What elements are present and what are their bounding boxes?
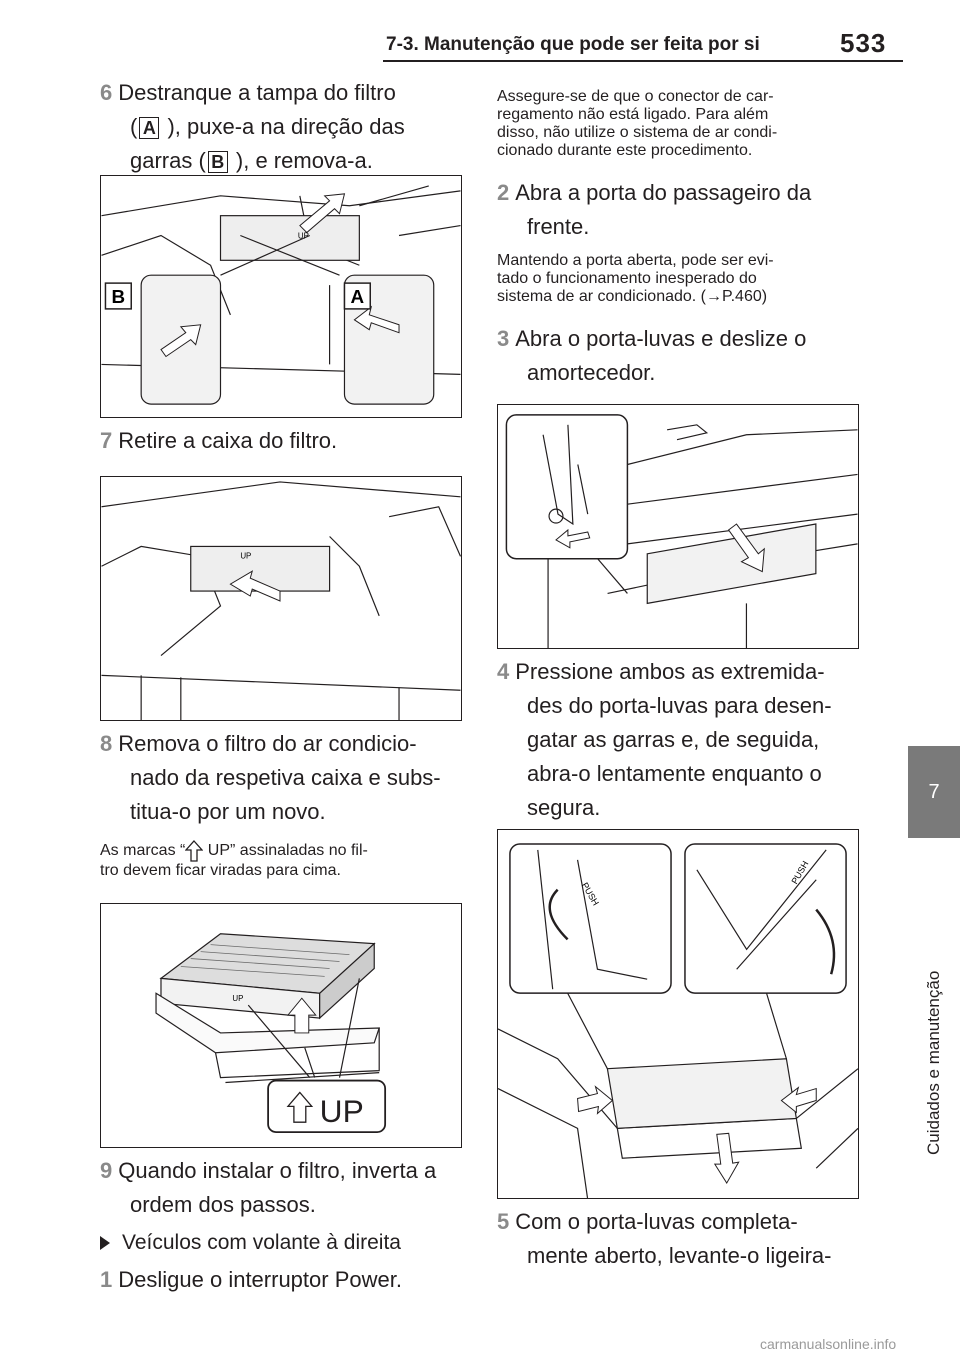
triangle-bullet-icon	[100, 1236, 110, 1251]
step-number: 7	[100, 428, 113, 453]
figure-filter-case: UP	[100, 476, 462, 721]
note-text: UP” assinaladas no fil-	[203, 842, 368, 860]
watermark: carmanualsonline.info	[760, 1336, 897, 1352]
page-number: 533	[840, 28, 887, 58]
up-arrow	[286, 997, 317, 1034]
step-number: 3	[497, 326, 510, 351]
step-text: Abra o porta-luvas e deslize o	[515, 326, 807, 351]
section-title: Veículos com volante à direita	[122, 1231, 401, 1254]
step-text: Remova o filtro do ar condicio-	[118, 731, 417, 756]
step-text: segura.	[527, 795, 601, 820]
step-text: Pressione ambos as extremida-	[515, 659, 825, 684]
step-text: ordem dos passos.	[130, 1192, 316, 1217]
arrow-open-down	[713, 1132, 740, 1185]
arrow-left	[229, 570, 281, 602]
note-text: As marcas “	[100, 842, 186, 860]
up-arrow-icon	[184, 840, 204, 862]
step-text: garras (	[130, 148, 206, 173]
step-number: 1	[100, 1267, 113, 1292]
curved-arrow-left	[548, 888, 569, 941]
chapter-label: Cuidados e manutenção	[924, 970, 943, 1155]
label-a: A	[139, 117, 160, 140]
section-right-drive: Veículos com volante à direita	[100, 1226, 470, 1260]
step-number: 6	[100, 80, 113, 105]
figure-filter-up: UP UP	[100, 903, 462, 1148]
note-text: tro devem ficar viradas para cima.	[100, 862, 341, 879]
arrow-press	[160, 324, 202, 358]
note-text: tado o funcionamento inesperado do	[497, 270, 757, 287]
note-charging: Assegure-se de que o conector de car- re…	[497, 88, 867, 160]
curved-arrow-right	[815, 908, 836, 975]
figure-filter-cover: B A UP	[100, 175, 462, 418]
step-number: 2	[497, 180, 510, 205]
up-tag: UP	[298, 231, 309, 240]
note-text: disso, não utilize o sistema de ar condi…	[497, 124, 778, 141]
callout-b: B	[112, 286, 126, 307]
step-text: Desligue o interruptor Power.	[118, 1267, 402, 1292]
note-door-open: Mantendo a porta aberta, pode ser evi- t…	[497, 252, 867, 306]
step-text: frente.	[527, 214, 590, 239]
note-text: Mantendo a porta aberta, pode ser evi-	[497, 252, 774, 269]
arrow-up-right	[299, 193, 346, 234]
arrow-push-right	[780, 1086, 817, 1114]
figure-glovebox-push: PUSH PUSH	[497, 829, 859, 1199]
label-b: B	[207, 151, 228, 174]
step-text: titua-o por um novo.	[130, 799, 326, 824]
note-up-marks: As marcas “ UP” assinaladas no fil- tro …	[100, 840, 470, 880]
step-text: mente aberto, levante-o ligeira-	[527, 1243, 832, 1268]
step-text: Quando instalar o filtro, inverta a	[118, 1158, 437, 1183]
step-text: Destranque a tampa do filtro	[118, 80, 396, 105]
arrow-down	[727, 523, 765, 573]
figure-glovebox-damper	[497, 404, 859, 649]
note-text: cionado durante este procedimento.	[497, 142, 753, 159]
step-text: gatar as garras e, de seguida,	[527, 727, 820, 752]
step-text: ), puxe-a na direção das	[161, 114, 405, 139]
step-number: 9	[100, 1158, 113, 1183]
up-label: UP	[320, 1093, 364, 1129]
step-text: Abra a porta do passageiro da	[515, 180, 812, 205]
step-text: nado da respetiva caixa e subs-	[130, 765, 441, 790]
up-tag: UP	[240, 551, 251, 560]
step-text: (	[130, 114, 138, 139]
callout-a: A	[351, 286, 365, 307]
step-number: 5	[497, 1209, 510, 1234]
step-text: des do porta-luvas para desen-	[527, 693, 832, 718]
note-text: regamento não está ligado. Para além	[497, 106, 769, 123]
arrow-pull	[353, 305, 400, 334]
step-text: amortecedor.	[527, 360, 656, 385]
step-text: ), e remova-a.	[229, 148, 373, 173]
step-text: abra-o lentamente enquanto o	[527, 761, 822, 786]
up-tag: UP	[232, 994, 243, 1003]
step-number: 8	[100, 731, 113, 756]
note-text: sistema de ar condicionado. (→P.460)	[497, 288, 768, 305]
note-text: Assegure-se de que o conector de car-	[497, 88, 774, 105]
header-rule	[383, 60, 903, 62]
step-number: 4	[497, 659, 510, 684]
running-header-title: 7-3. Manutenção que pode ser feita por s…	[386, 34, 760, 55]
arrow-push-left	[577, 1085, 614, 1115]
step-text: Com o porta-luvas completa-	[515, 1209, 798, 1234]
chapter-tab[interactable]: 7	[908, 746, 960, 838]
step-text: Retire a caixa do filtro.	[118, 428, 338, 453]
arrow-slide	[555, 528, 591, 549]
